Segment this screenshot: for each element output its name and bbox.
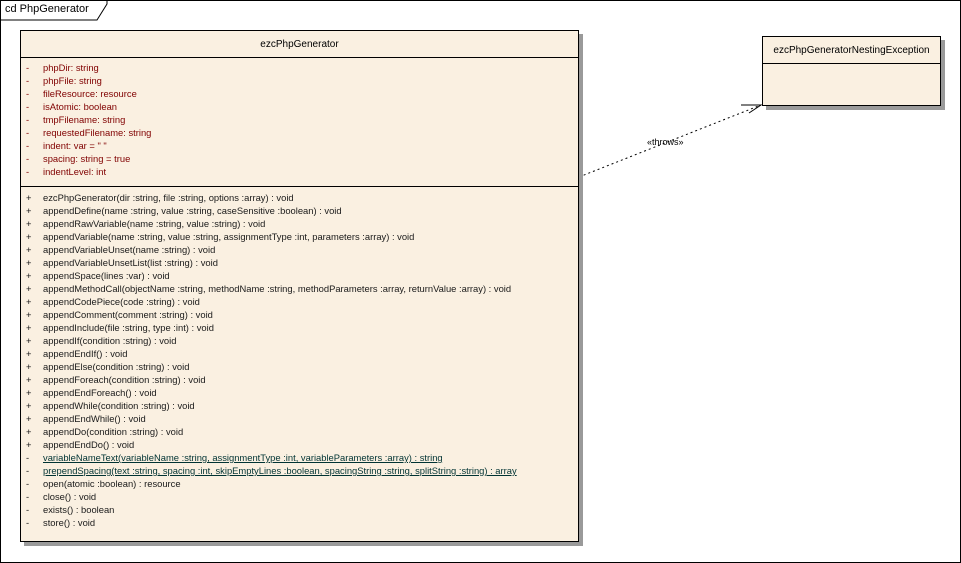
operation-text: appendComment(comment :string) : void: [43, 309, 213, 320]
visibility-marker: -: [26, 140, 30, 151]
visibility-marker: +: [26, 335, 32, 346]
visibility-marker: -: [26, 491, 30, 502]
operation-text: prependSpacing(text :string, spacing :in…: [43, 465, 517, 476]
attribute-text: requestedFilename: string: [43, 127, 152, 138]
operation-text: close() : void: [43, 491, 97, 502]
visibility-marker: +: [26, 348, 32, 359]
visibility-marker: +: [26, 361, 32, 372]
visibility-marker: +: [26, 205, 32, 216]
operation-text: appendEndDo() : void: [43, 439, 135, 450]
class-name: ezcPhpGeneratorNestingException: [763, 37, 940, 64]
operation-text: appendWhile(condition :string) : void: [43, 400, 195, 411]
visibility-marker: +: [26, 309, 32, 320]
operation-text: appendVariableUnset(name :string) : void: [43, 244, 216, 255]
frame-tab-outline: [0, 0, 108, 21]
visibility-marker: +: [26, 244, 32, 255]
visibility-marker: +: [26, 257, 32, 268]
attribute-text: fileResource: resource: [43, 88, 137, 99]
operation-text: store() : void: [43, 517, 96, 528]
operation-text: appendEndIf() : void: [43, 348, 128, 359]
attribute-text: tmpFilename: string: [43, 114, 126, 125]
operation-text: appendCodePiece(code :string) : void: [43, 296, 200, 307]
operation-text: appendEndForeach() : void: [43, 387, 157, 398]
visibility-marker: -: [26, 465, 30, 476]
operation-text: appendDo(condition :string) : void: [43, 426, 184, 437]
throws-label: «throws»: [647, 137, 684, 147]
operation-text: appendIf(condition :string) : void: [43, 335, 177, 346]
visibility-marker: +: [26, 374, 32, 385]
operation-text: exists() : boolean: [43, 504, 115, 515]
operation-text: variableNameText(variableName :string, a…: [43, 452, 443, 463]
visibility-marker: -: [26, 452, 30, 463]
attribute-text: isAtomic: boolean: [43, 101, 117, 112]
visibility-marker: -: [26, 504, 30, 515]
visibility-marker: +: [26, 270, 32, 281]
visibility-marker: +: [26, 322, 32, 333]
operation-text: appendVariable(name :string, value :stri…: [43, 231, 415, 242]
class-ezcPhpGenerator[interactable]: ezcPhpGenerator - phpDir: string - phpFile:…: [20, 30, 579, 542]
attribute-text: indent: var = " ": [43, 140, 107, 151]
visibility-marker: -: [26, 62, 30, 73]
attribute-text: phpDir: string: [43, 62, 99, 73]
frame-label: cd PhpGenerator: [5, 3, 89, 15]
operation-text: appendSpace(lines :var) : void: [43, 270, 170, 281]
visibility-marker: -: [26, 478, 30, 489]
attribute-text: spacing: string = true: [43, 153, 131, 164]
visibility-marker: -: [26, 153, 30, 164]
operation-text: open(atomic :boolean) : resource: [43, 478, 181, 489]
operation-text: appendInclude(file :string, type :int) :…: [43, 322, 214, 333]
visibility-marker: +: [26, 283, 32, 294]
attribute-text: indentLevel: int: [43, 166, 107, 177]
compartment-divider: [21, 186, 578, 187]
visibility-marker: -: [26, 127, 30, 138]
visibility-marker: -: [26, 101, 30, 112]
operation-text: ezcPhpGenerator(dir :string, file :strin…: [43, 192, 294, 203]
class-ezcPhpGeneratorNestingException[interactable]: ezcPhpGeneratorNestingException: [762, 36, 941, 106]
visibility-marker: +: [26, 387, 32, 398]
operation-text: appendForeach(condition :string) : void: [43, 374, 206, 385]
visibility-marker: +: [26, 426, 32, 437]
class-name: ezcPhpGenerator: [21, 31, 578, 58]
visibility-marker: +: [26, 413, 32, 424]
visibility-marker: -: [26, 114, 30, 125]
operation-text: appendEndWhile() : void: [43, 413, 146, 424]
operation-text: appendElse(condition :string) : void: [43, 361, 190, 372]
operation-text: appendMethodCall(objectName :string, met…: [43, 283, 512, 294]
visibility-marker: +: [26, 231, 32, 242]
visibility-marker: +: [26, 296, 32, 307]
visibility-marker: +: [26, 218, 32, 229]
visibility-marker: +: [26, 439, 32, 450]
operation-text: appendDefine(name :string, value :string…: [43, 205, 342, 216]
visibility-marker: -: [26, 75, 30, 86]
visibility-marker: -: [26, 166, 30, 177]
dependency-arrowhead: [741, 104, 763, 114]
visibility-marker: -: [26, 88, 30, 99]
attribute-text: phpFile: string: [43, 75, 102, 86]
visibility-marker: +: [26, 192, 32, 203]
visibility-marker: +: [26, 400, 32, 411]
operation-text: appendRawVariable(name :string, value :s…: [43, 218, 266, 229]
operation-text: appendVariableUnsetList(list :string) : …: [43, 257, 218, 268]
visibility-marker: -: [26, 517, 30, 528]
